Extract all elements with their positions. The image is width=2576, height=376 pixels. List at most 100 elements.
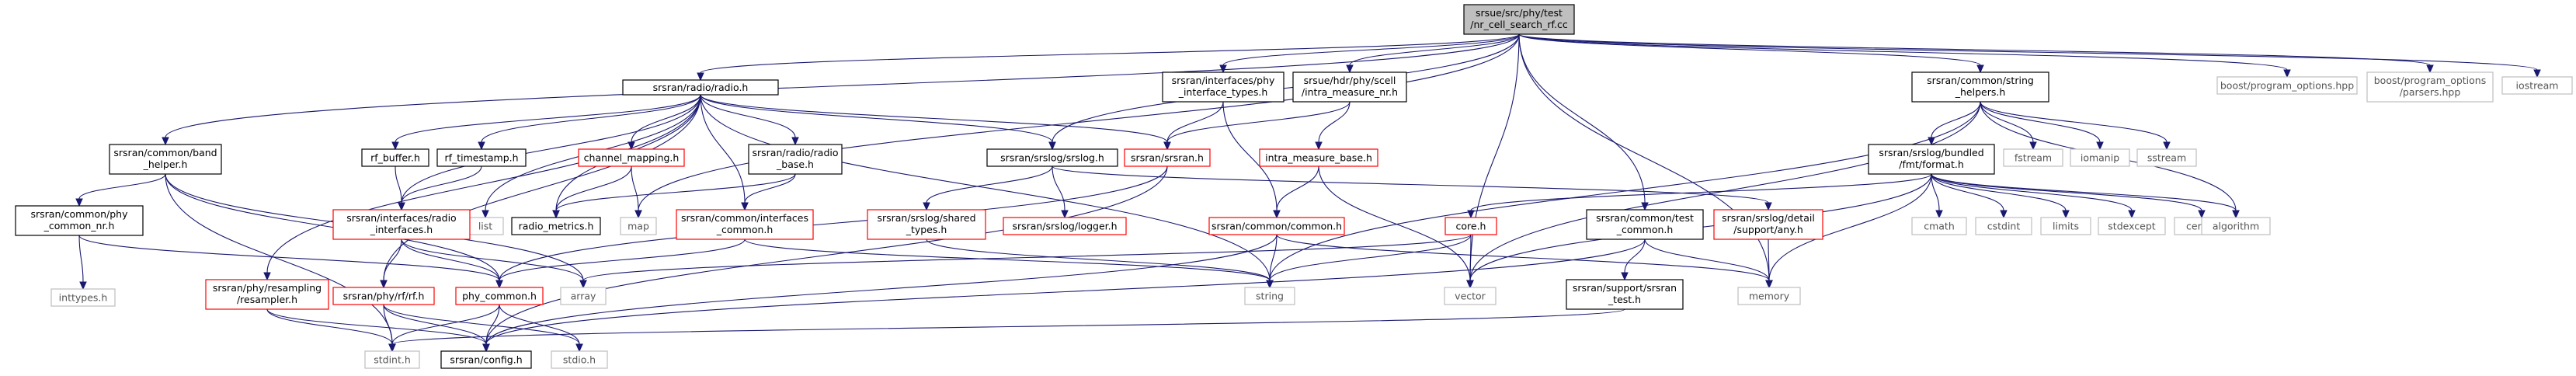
edge-srslog-to-shared_types — [923, 165, 1053, 211]
node-radio-metrics[interactable]: radio_metrics.h — [511, 217, 601, 235]
node-inttypes: inttypes.h — [50, 288, 116, 307]
node-label: srsran/srslog/shared — [877, 212, 975, 224]
node-label: srsran/radio/radio.h — [653, 82, 749, 93]
node-box — [1244, 287, 1295, 305]
node-memory: memory — [1737, 287, 1801, 305]
node-label: /nr_cell_search_rf.cc — [1470, 19, 1568, 30]
node-label: list — [478, 221, 492, 232]
node-label: _base.h — [776, 158, 814, 170]
edge-common_h-to-memory — [1276, 234, 1773, 289]
edge-radio_base-to-interfaces_common — [741, 173, 796, 211]
node-box — [1444, 217, 1497, 235]
node-label: cmath — [1924, 221, 1955, 232]
node-label: _common.h — [716, 224, 773, 235]
node-box — [1463, 4, 1575, 35]
node-resampler[interactable]: srsran/phy/resampling/resampler.h — [205, 279, 329, 310]
edge-interfaces_common-to-phy_common — [495, 238, 746, 289]
node-bundled-format[interactable]: srsran/srslog/bundled/fmt/format.h — [1868, 144, 1995, 175]
node-core-h[interactable]: core.h — [1444, 217, 1497, 235]
node-common-h[interactable]: srsran/common/common.h — [1208, 217, 1345, 235]
node-radio[interactable]: srsran/radio/radio.h — [622, 79, 779, 96]
edge-core_h-to-array — [579, 234, 1472, 289]
node-box — [2201, 217, 2271, 235]
node-box — [2070, 148, 2130, 167]
edge-intra_meas_base-to-common_h — [1273, 165, 1319, 219]
edge-bundled_format-to-limits — [1931, 173, 2070, 219]
edge-root-to-map — [634, 33, 1520, 219]
node-box — [1208, 217, 1345, 235]
edge-root-to-test_common — [1518, 33, 1649, 211]
node-label: srsran/phy/resampling — [213, 282, 322, 294]
edge-string_helpers-to-fstream — [1980, 101, 2037, 151]
edge-root-to-iostream — [1518, 33, 2541, 78]
node-phy-itypes[interactable]: srsran/interfaces/phy_interface_types.h — [1162, 71, 1285, 103]
node-box — [50, 288, 116, 307]
node-box — [986, 148, 1118, 167]
node-root[interactable]: srsue/src/phy/test/nr_cell_search_rf.cc — [1463, 4, 1575, 35]
node-label: string — [1256, 291, 1284, 302]
edge-band_helper-to-phy_common_nr — [75, 173, 166, 207]
edge-channel_mapping-to-radio_metrics — [552, 165, 632, 219]
node-intra-meas-base[interactable]: intra_measure_base.h — [1259, 148, 1378, 167]
node-support-any[interactable]: srsran/srslog/detail/support/any.h — [1713, 209, 1823, 240]
edge-rfrf-to-config — [383, 304, 490, 353]
node-shared-types[interactable]: srsran/srslog/shared_types.h — [867, 209, 986, 240]
edge-radio_interfaces-to-rfrf — [380, 238, 402, 289]
edge-srsran_test-to-stdint — [388, 308, 1625, 353]
node-map: map — [620, 217, 657, 235]
node-boost-parsers: boost/program_options/parsers.hpp — [2366, 71, 2494, 103]
node-radio-base[interactable]: srsran/radio/radio_base.h — [748, 144, 843, 175]
node-interfaces-common[interactable]: srsran/common/interfaces_common.h — [676, 209, 814, 240]
node-stdint: stdint.h — [364, 350, 420, 369]
node-box — [1162, 71, 1285, 103]
edge-radio_interfaces-to-phy_common — [401, 238, 503, 289]
node-srsran-h[interactable]: srsran/srsran.h — [1124, 148, 1211, 167]
edge-root-to-memory — [1518, 33, 1773, 289]
node-label: /fmt/format.h — [1899, 158, 1964, 170]
edge-string_helpers-to-iomanip — [1980, 101, 2104, 151]
node-box — [620, 217, 657, 235]
node-box — [1586, 209, 1704, 240]
node-rf-buffer[interactable]: rf_buffer.h — [361, 148, 429, 167]
node-label: _test.h — [1608, 294, 1641, 305]
node-radio-interfaces[interactable]: srsran/interfaces/radio_interfaces.h — [332, 209, 471, 240]
edge-channel_mapping-to-map — [631, 165, 642, 219]
node-box — [622, 79, 779, 96]
node-config[interactable]: srsran/config.h — [440, 350, 532, 369]
edge-srsran_h-to-config — [482, 165, 1168, 353]
edge-rf_timestamp-to-radio_interfaces — [398, 165, 482, 211]
node-phy-common-nr[interactable]: srsran/common/phy_common_nr.h — [15, 205, 144, 236]
node-box — [1868, 144, 1995, 175]
edge-srslog-to-support_any — [1052, 165, 1772, 211]
node-label: srsran/srsran.h — [1131, 152, 1204, 164]
edge-radio_base-to-radio_metrics — [552, 173, 796, 219]
node-label: algorithm — [2213, 221, 2259, 232]
node-label: srsran/common/interfaces — [681, 212, 808, 224]
node-box — [560, 287, 607, 305]
node-channel-mapping[interactable]: channel_mapping.h — [578, 148, 685, 167]
node-label: _types.h — [906, 224, 947, 235]
node-rfrf[interactable]: srsran/phy/rf/rf.h — [332, 287, 435, 305]
node-band-helper[interactable]: srsran/common/band_helper.h — [109, 144, 222, 175]
node-string-helpers[interactable]: srsran/common/string_helpers.h — [1911, 71, 2049, 103]
node-array: array — [560, 287, 607, 305]
node-label: srsran/radio/radio — [752, 147, 838, 158]
edge-srslog-to-logger — [1052, 165, 1069, 219]
node-label: srsran/interfaces/phy — [1172, 75, 1275, 86]
node-phy-common[interactable]: phy_common.h — [455, 287, 544, 305]
node-intra-meas-nr[interactable]: srsue/hdr/phy/scell/intra_measure_nr.h — [1292, 71, 1407, 103]
node-label: _interface_types.h — [1178, 86, 1268, 98]
node-label: map — [627, 221, 649, 232]
node-label: iomanip — [2081, 152, 2119, 164]
node-box — [1259, 148, 1378, 167]
edge-bundled_format-to-algorithm — [1931, 173, 2240, 219]
node-rf-timestamp[interactable]: rf_timestamp.h — [436, 148, 527, 167]
node-label: _common_nr.h — [43, 220, 115, 232]
node-srsran-test[interactable]: srsran/support/srsran_test.h — [1566, 279, 1684, 310]
node-label: srsran/srslog/srslog.h — [1000, 152, 1104, 164]
node-logger[interactable]: srsran/srslog/logger.h — [1003, 217, 1127, 235]
node-box — [1911, 217, 1967, 235]
node-srslog[interactable]: srsran/srslog/srslog.h — [986, 148, 1118, 167]
edge-radio_interfaces-to-array — [401, 238, 587, 289]
node-test-common[interactable]: srsran/common/test_common.h — [1586, 209, 1704, 240]
